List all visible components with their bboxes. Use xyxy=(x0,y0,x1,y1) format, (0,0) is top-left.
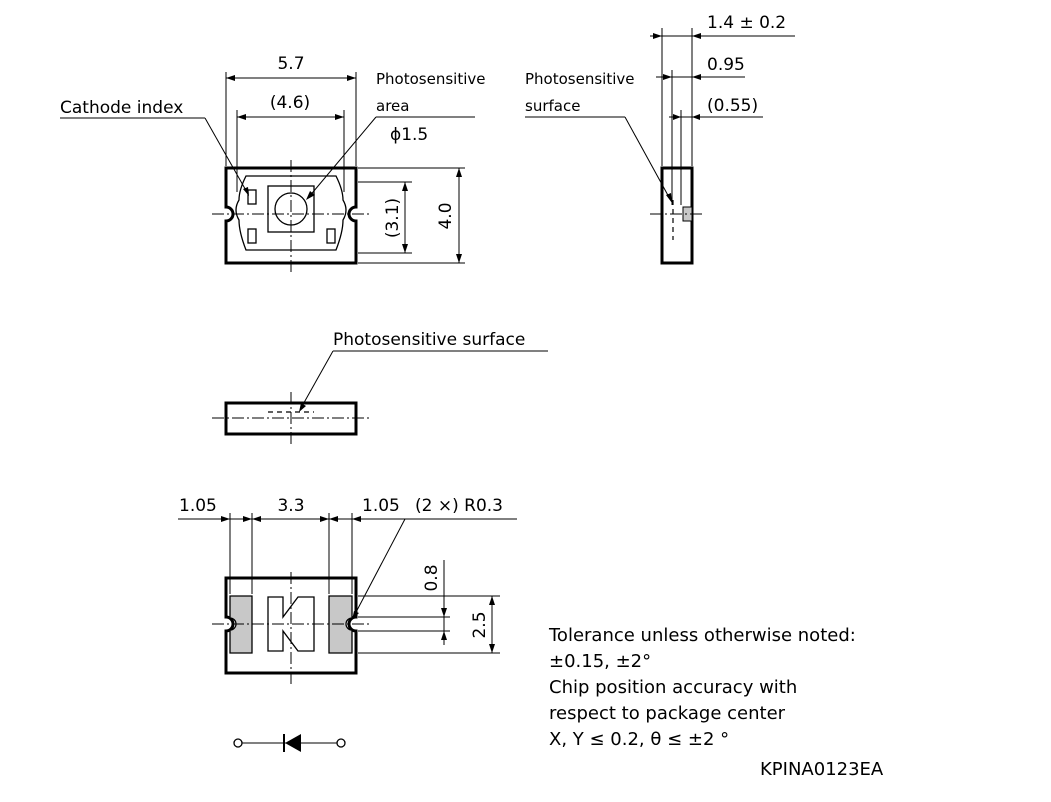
area-label-line2: area xyxy=(376,97,409,115)
inner-width-label: (4.6) xyxy=(270,93,310,113)
top-view-inner-contour xyxy=(235,175,347,251)
cathode-index-label: Cathode index xyxy=(60,98,183,118)
diode-mark xyxy=(267,596,315,652)
right-pad-width-label: 1.05 xyxy=(362,496,400,516)
thickness-label: 1.4 ± 0.2 xyxy=(707,13,786,33)
note-line-3: Chip position accuracy with xyxy=(549,677,797,698)
pad-height-label: 2.5 xyxy=(470,611,490,638)
side-surface-label-line1: Photosensitive xyxy=(525,70,634,88)
pad-gap-width-label: 3.3 xyxy=(277,496,304,516)
pad-gap-height-label: 0.8 xyxy=(422,564,442,591)
note-line-2: ±0.15, ±2° xyxy=(549,651,651,672)
pad-bottom-left xyxy=(247,228,257,244)
diameter-label: ϕ1.5 xyxy=(390,125,428,145)
pad-bottom-right xyxy=(326,228,336,244)
radius-label: (2 ×) R0.3 xyxy=(415,496,503,516)
left-pad-width-label: 1.05 xyxy=(179,496,217,516)
side-surface-label-line2: surface xyxy=(525,97,580,115)
notes: Tolerance unless otherwise noted: ±0.15,… xyxy=(548,625,884,780)
front-view: Photosensitive surface xyxy=(212,330,548,445)
inner-height-label: (3.1) xyxy=(383,198,403,238)
bottom-view: 1.05 3.3 1.05 (2 ×) R0.3 0.8 2.5 xyxy=(178,496,517,685)
cathode-index-pad xyxy=(247,189,257,205)
note-line-1: Tolerance unless otherwise noted: xyxy=(548,625,856,646)
side-view: 1.4 ± 0.2 0.95 (0.55) Photosensitive sur… xyxy=(525,13,795,265)
height-label: 4.0 xyxy=(436,202,456,229)
diode-symbol xyxy=(233,734,346,752)
depth-label: 0.95 xyxy=(707,55,745,75)
top-view: 5.7 (4.6) Cathode index Photosensitive a… xyxy=(60,54,485,275)
note-line-4: respect to package center xyxy=(549,703,786,724)
chip-thickness-label: (0.55) xyxy=(707,96,758,116)
top-view-outline xyxy=(224,166,358,265)
note-line-5: X, Y ≤ 0.2, θ ≤ ±2 ° xyxy=(549,729,729,750)
area-label-line1: Photosensitive xyxy=(376,70,485,88)
drawing-code: KPINA0123EA xyxy=(760,759,884,780)
front-surface-label: Photosensitive surface xyxy=(333,330,525,350)
width-label: 5.7 xyxy=(277,54,304,74)
